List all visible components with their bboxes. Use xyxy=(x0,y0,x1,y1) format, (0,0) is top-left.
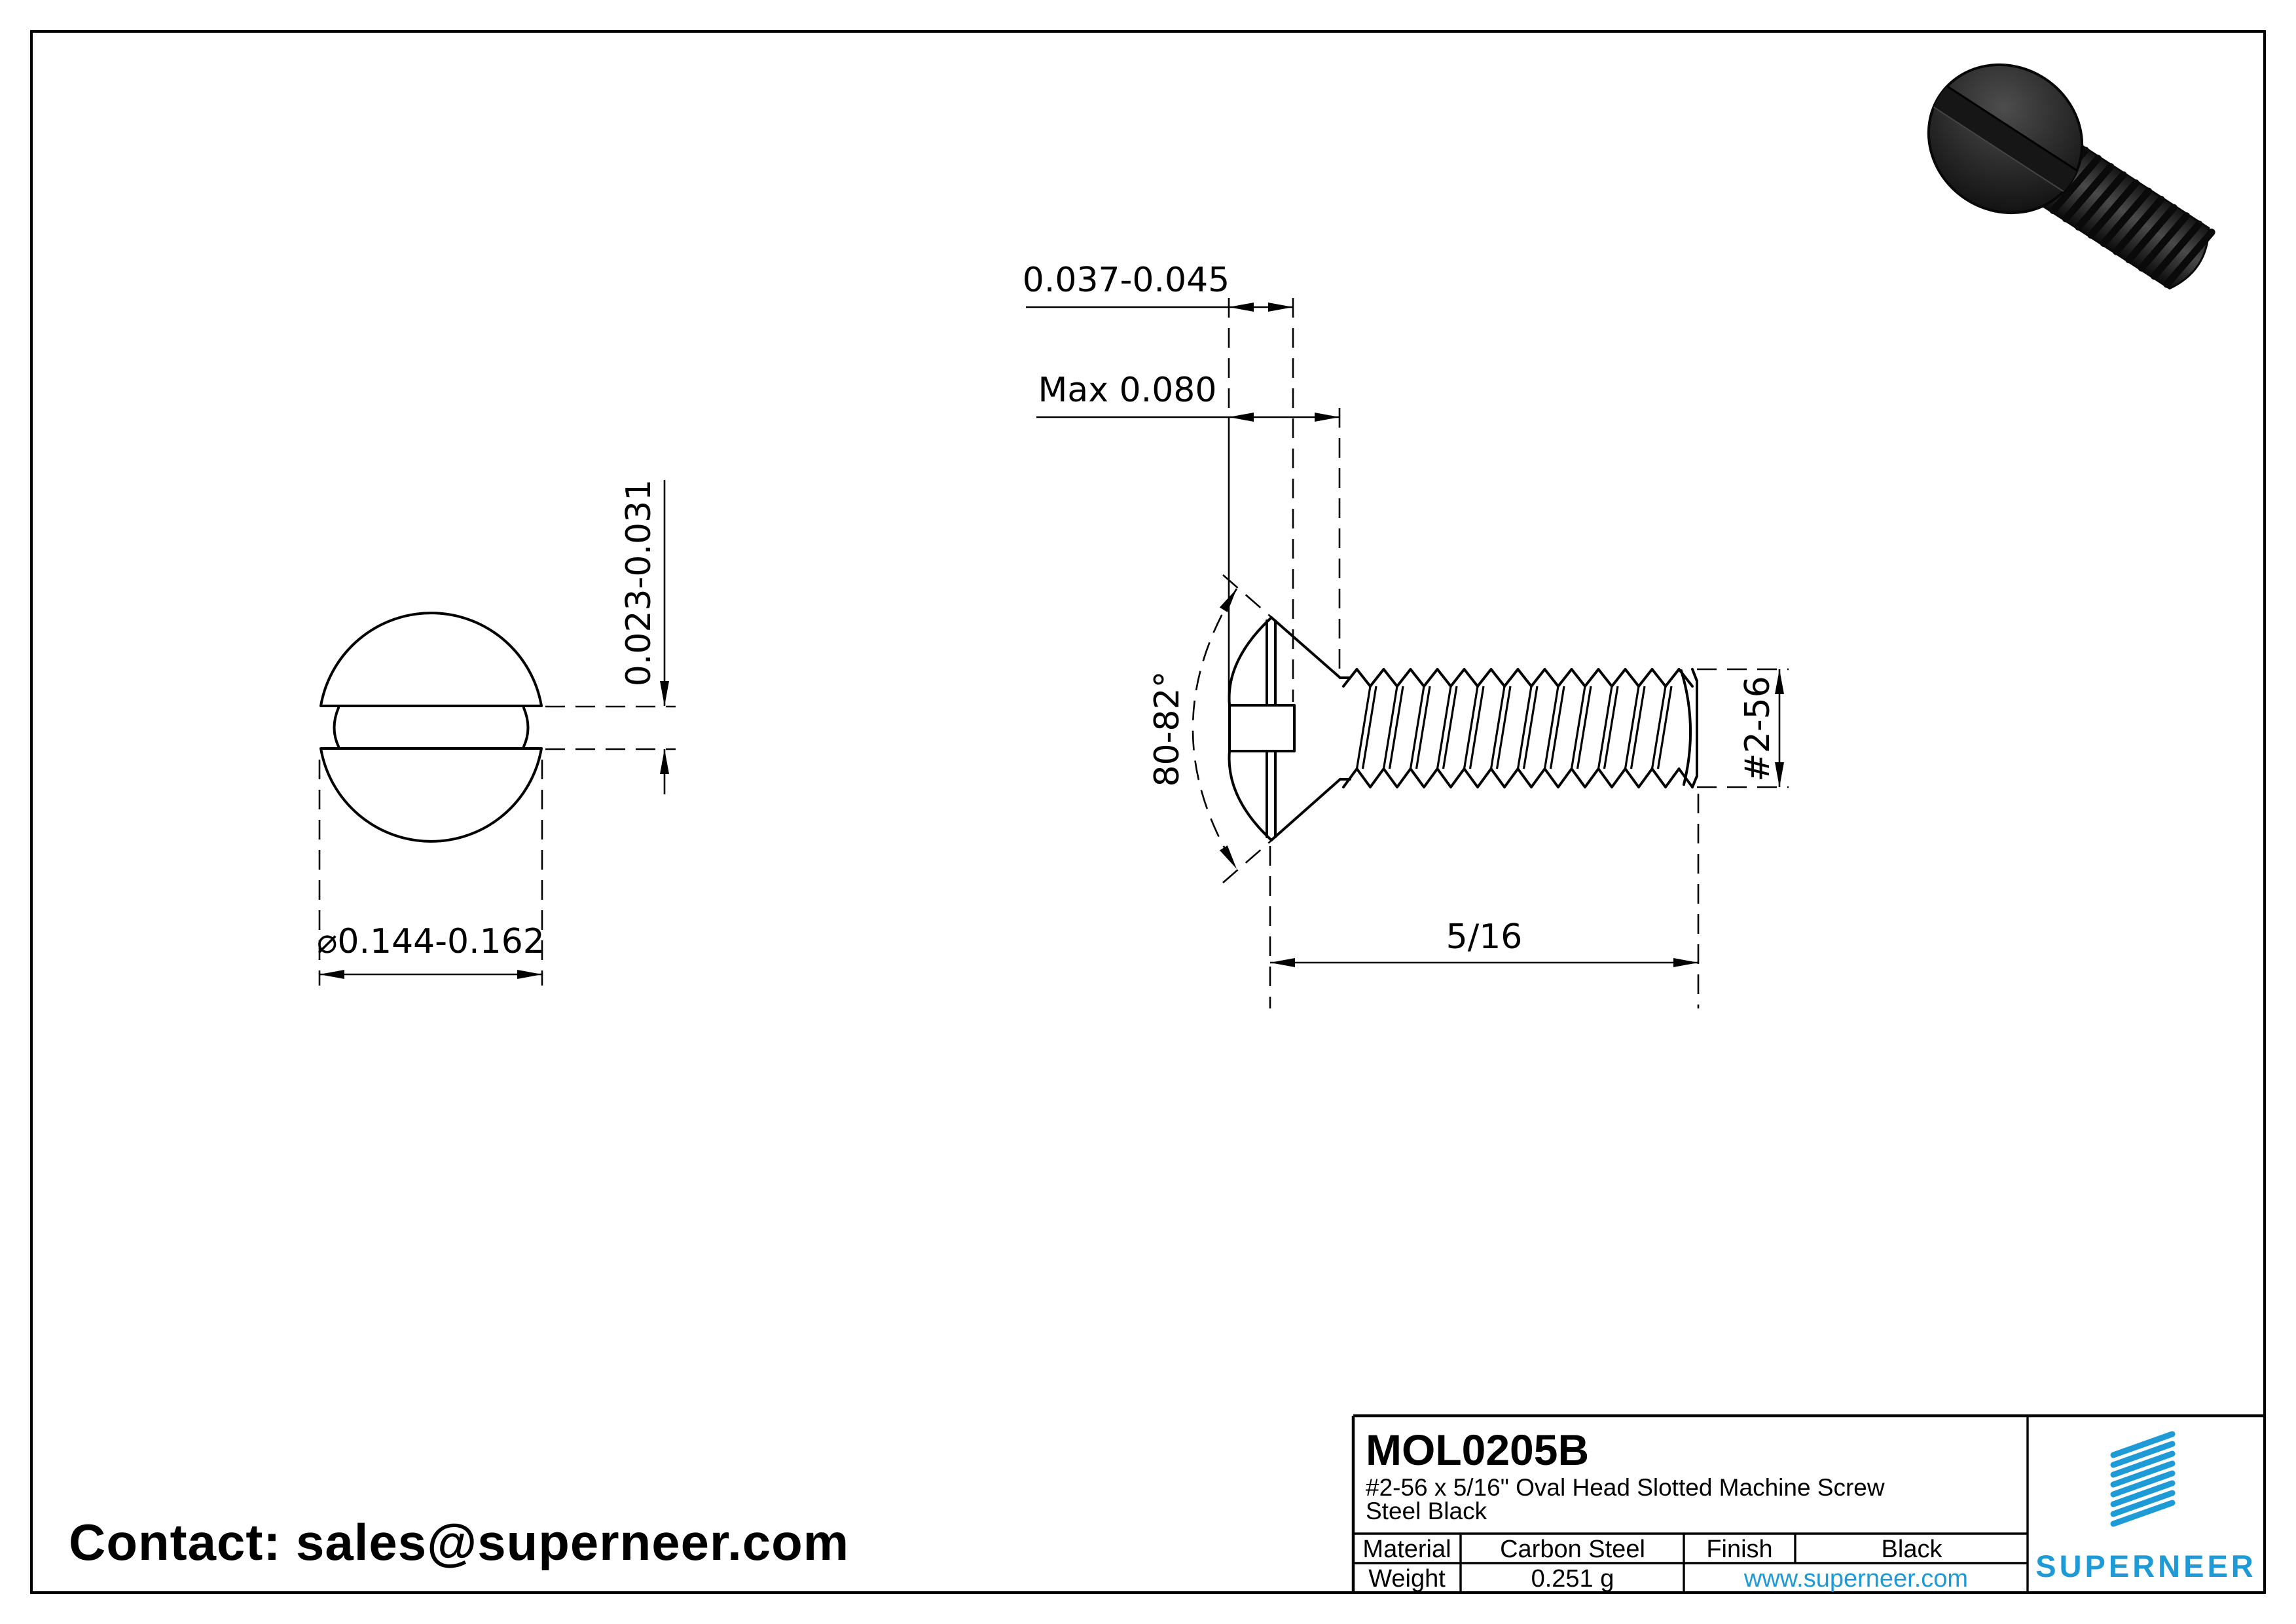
front-head-bottom-cap xyxy=(319,747,543,843)
front-head-band-right-arc xyxy=(522,707,530,748)
side-slot-width-dimension: 0.037-0.045 xyxy=(1023,261,1294,702)
front-head-diameter-dimension: ⌀0.144-0.162 xyxy=(317,760,545,986)
side-thread-size-dimension: #2-56 xyxy=(1697,668,1789,788)
material-value: Carbon Steel xyxy=(1500,1536,1645,1563)
length-dimension-text: 5/16 xyxy=(1446,917,1523,957)
slot-width-dimension-text: 0.037-0.045 xyxy=(1023,261,1230,300)
front-slot-depth-dimension: 0.023-0.031 xyxy=(545,479,676,794)
side-length-dimension: 5/16 xyxy=(1269,794,1700,1008)
description-line-2: Steel Black xyxy=(1366,1498,1487,1524)
screw-3d-render xyxy=(1925,63,2215,290)
slot-depth-dimension-text: 0.023-0.031 xyxy=(619,479,659,687)
brand-logo xyxy=(2110,1431,2176,1527)
finish-value: Black xyxy=(1882,1536,1943,1563)
brand-name: SUPERNEER xyxy=(2035,1549,2257,1583)
side-head-dome-arc-upper xyxy=(1228,616,1273,707)
side-head-angle-dimension: 80-82° xyxy=(1148,574,1275,883)
front-view: 0.023-0.031 ⌀0.144-0.162 xyxy=(317,479,676,986)
side-thread-profile xyxy=(1342,668,1694,788)
website-link[interactable]: www.superneer.com xyxy=(1743,1565,1968,1593)
side-thread-end-chamfer xyxy=(1691,775,1698,788)
contact-text: Contact: sales@superneer.com xyxy=(69,1513,849,1571)
finish-label: Finish xyxy=(1706,1536,1772,1563)
part-number: MOL0205B xyxy=(1366,1426,1589,1474)
page-border xyxy=(30,30,2266,1594)
weight-label: Weight xyxy=(1368,1565,1446,1593)
head-height-dimension-text: Max 0.080 xyxy=(1038,371,1217,410)
side-head-height-dimension: Max 0.080 xyxy=(1036,371,1341,702)
side-thread-runout-arc xyxy=(1680,669,1692,786)
title-block: MOL0205B #2-56 x 5/16" Oval Head Slotted… xyxy=(1351,1414,2265,1593)
front-head-band-left-arc xyxy=(333,707,340,748)
screw-3d-slot xyxy=(1925,81,2085,197)
side-thread-end-chamfer xyxy=(1691,668,1698,682)
weight-value: 0.251 g xyxy=(1531,1565,1614,1593)
side-view: 0.037-0.045 Max 0.080 80-82° xyxy=(1023,261,1789,1008)
description-line-1: #2-56 x 5/16" Oval Head Slotted Machine … xyxy=(1366,1474,1885,1501)
thread-size-dimension-text: #2-56 xyxy=(1738,676,1777,782)
head-angle-dimension-text: 80-82° xyxy=(1148,671,1187,786)
front-head-top-cap xyxy=(319,612,543,707)
side-cone-edge-bottom xyxy=(1270,778,1341,841)
side-slot-notch xyxy=(1228,704,1296,752)
side-head-dome-arc-lower xyxy=(1228,750,1273,841)
head-diameter-dimension-text: ⌀0.144-0.162 xyxy=(317,922,545,961)
material-label: Material xyxy=(1362,1536,1451,1563)
side-cone-edge-top xyxy=(1270,616,1341,679)
